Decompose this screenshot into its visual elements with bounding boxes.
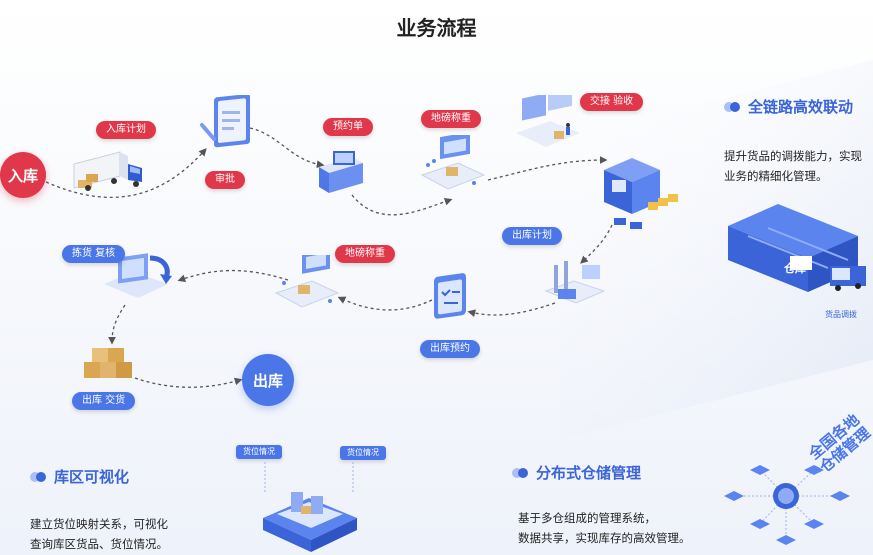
truck-icon bbox=[73, 151, 142, 191]
visual-heading: 库区可视化 bbox=[30, 466, 129, 487]
distributed-desc-line1: 基于多仓组成的管理系统， bbox=[518, 511, 656, 525]
chain-desc-line2: 业务的精细化管理。 bbox=[724, 169, 828, 183]
connector-7 bbox=[337, 296, 433, 311]
racks-icon bbox=[544, 261, 606, 304]
bullet-dots-icon bbox=[512, 467, 528, 478]
distributed-desc-line2: 数据共享，实现库存的高效管理。 bbox=[518, 531, 691, 545]
clipboard-icon bbox=[200, 95, 250, 148]
label-reservation: 预约单 bbox=[323, 118, 373, 136]
warehouse-large-icon bbox=[728, 204, 866, 292]
connector-9 bbox=[108, 304, 126, 345]
outbound-node: 出库 bbox=[242, 354, 294, 406]
distributed-heading-text: 分布式仓储管理 bbox=[536, 464, 642, 482]
bullet-dots-icon bbox=[30, 471, 46, 482]
connector-2 bbox=[249, 127, 325, 169]
page-title: 业务流程 bbox=[396, 16, 477, 40]
label-weigh-in: 地磅称重 bbox=[421, 110, 481, 128]
chain-heading: 全链路高效联动 bbox=[724, 96, 853, 117]
label-inbound-plan: 入库计划 bbox=[96, 121, 156, 139]
chain-desc-line1: 提升货品的调拨能力，实现 bbox=[724, 149, 862, 163]
label-pick-recheck: 拣货 复核 bbox=[62, 245, 126, 263]
tag-location-status-1: 货位情况 bbox=[236, 445, 282, 459]
connector-10 bbox=[134, 377, 243, 388]
label-outbound-plan: 出库计划 bbox=[502, 227, 562, 245]
chain-caption: 货品调拨 bbox=[825, 310, 857, 319]
label-outbound-handover: 出库 交货 bbox=[72, 392, 136, 410]
network-hub-icon bbox=[724, 465, 850, 545]
distributed-desc: 基于多仓组成的管理系统， 数据共享，实现库存的高效管理。 bbox=[518, 508, 691, 548]
weighbridge-out-icon bbox=[274, 255, 340, 308]
inbound-node: 入库 bbox=[0, 152, 46, 198]
chain-heading-text: 全链路高效联动 bbox=[748, 98, 854, 116]
distributed-heading: 分布式仓储管理 bbox=[512, 462, 641, 483]
warehouse-sign: 仓库 bbox=[784, 262, 806, 275]
chain-desc: 提升货品的调拨能力，实现 业务的精细化管理。 bbox=[724, 146, 862, 186]
visual-desc-line2: 查询库区货品、货位情况。 bbox=[30, 537, 168, 551]
connector-3 bbox=[351, 194, 453, 216]
label-outbound-reservation: 出库预约 bbox=[420, 340, 480, 358]
visual-heading-text: 库区可视化 bbox=[54, 468, 130, 486]
tag-location-status-2: 货位情况 bbox=[340, 446, 386, 460]
kiosk-icon bbox=[319, 151, 363, 193]
checklist-icon bbox=[434, 273, 466, 319]
monitor-icon bbox=[516, 95, 580, 147]
weighbridge-icon bbox=[420, 135, 486, 190]
connector-6 bbox=[467, 302, 556, 318]
label-weigh-out: 地磅称重 bbox=[335, 245, 395, 263]
label-approve: 审批 bbox=[205, 171, 245, 189]
connector-8 bbox=[177, 269, 289, 283]
bullet-dots-icon bbox=[724, 101, 740, 112]
connector-4 bbox=[487, 156, 608, 181]
storage-3d-icon bbox=[263, 462, 357, 552]
visual-desc: 建立货位映射关系，可视化 查询库区货品、货位情况。 bbox=[30, 514, 168, 554]
boxes-icon bbox=[84, 348, 132, 378]
connector-5 bbox=[580, 224, 613, 264]
visual-desc-line1: 建立货位映射关系，可视化 bbox=[30, 517, 168, 531]
warehouse-icon bbox=[604, 158, 678, 229]
picking-icon bbox=[104, 253, 172, 298]
label-handover-inspect: 交接 验收 bbox=[580, 93, 644, 111]
iso-floor bbox=[560, 60, 873, 440]
